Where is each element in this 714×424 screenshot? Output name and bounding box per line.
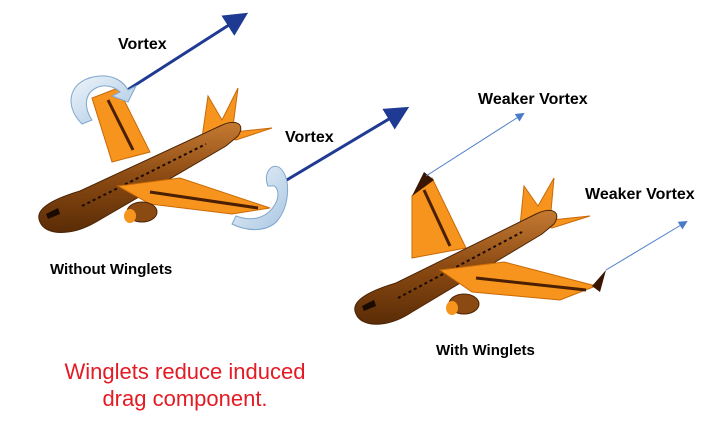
vortex-swirl-right	[231, 165, 288, 230]
weaker-vortex-label-left: Weaker Vortex	[478, 91, 588, 108]
upper-winglet	[412, 172, 434, 196]
upper-wing	[411, 177, 467, 259]
engine-intake	[124, 209, 136, 223]
vortex-label-left-wing: Vortex	[118, 36, 167, 53]
vortex-arrow-right-wing	[279, 106, 410, 186]
takeaway-line-1: Winglets reduce induced	[64, 359, 306, 384]
fuselage	[354, 209, 558, 325]
takeaway-line-2: drag component.	[102, 386, 268, 411]
cockpit	[46, 208, 60, 219]
weaker-vortex-arrow-left	[425, 112, 525, 177]
upper-wing-stripe	[106, 99, 135, 151]
window-line	[81, 143, 207, 207]
takeaway-statement: Winglets reduce induced drag component.	[0, 358, 370, 412]
weaker-vortex-arrow-right	[605, 220, 688, 271]
caption-with-winglets: With Winglets	[436, 342, 535, 359]
weaker-vortex-label-right: Weaker Vortex	[585, 186, 695, 203]
cockpit	[362, 300, 376, 311]
airplane-with-winglets	[354, 172, 606, 325]
vortex-label-right-wing: Vortex	[285, 129, 334, 146]
vortex-arrow-left-wing	[117, 12, 249, 98]
airplane-without-winglets	[38, 87, 273, 233]
lower-winglet	[592, 270, 606, 292]
upper-wing-stripe	[422, 189, 452, 247]
lower-wing	[438, 261, 598, 301]
fuselage	[38, 121, 242, 233]
caption-without-winglets: Without Winglets	[50, 261, 173, 278]
vortex-swirl-left	[70, 75, 138, 125]
engine-intake	[446, 301, 458, 315]
lower-wing-stripe	[475, 276, 587, 292]
lower-wing-stripe	[149, 190, 259, 210]
